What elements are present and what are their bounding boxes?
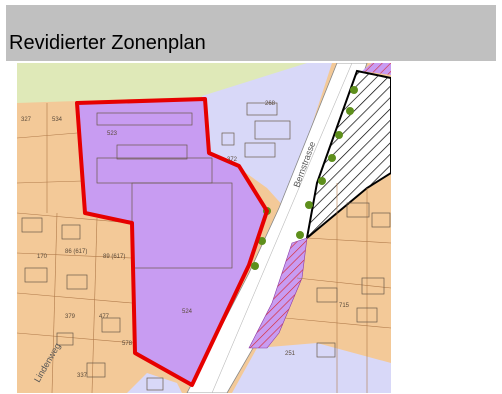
page-title: Revidierter Zonenplan [9,32,206,54]
building-outlines [21,102,391,391]
plot-number: 251 [285,351,296,357]
plot-number: 578 [122,341,133,347]
hatched-red-strip [248,237,308,349]
plot-number: 89 (617) [103,254,125,260]
plot-number: 372 [227,157,238,163]
tree-markers [251,86,358,270]
plot-number: 170 [37,254,48,260]
public-zone-light [202,63,332,208]
hatched-red-top [362,63,391,75]
plot-number: 534 [52,117,63,123]
plot-number: 477 [99,314,110,320]
plot-number: 524 [182,309,193,315]
plot-number: 86 (617) [65,249,87,255]
plot-number: 715 [339,303,350,309]
public-zone-light-south [232,343,391,393]
plot-number: 268 [265,101,276,107]
revised-zone-perimeter [75,97,269,387]
public-zone-light-sw [127,373,182,393]
plot-number: 379 [65,314,76,320]
road-centerline [211,63,353,393]
plot-number: 523 [107,131,118,137]
public-zone-school [77,99,267,385]
header-bar: Revidierter Zonenplan [6,5,496,61]
plot-number: 327 [21,117,32,123]
zoning-map-canvas: 327 534 523 268 372 170 86 (617) 89 (617… [17,63,391,393]
plot-number: 337 [77,373,88,379]
zoning-map[interactable]: 327 534 523 268 372 170 86 (617) 89 (617… [17,63,391,393]
